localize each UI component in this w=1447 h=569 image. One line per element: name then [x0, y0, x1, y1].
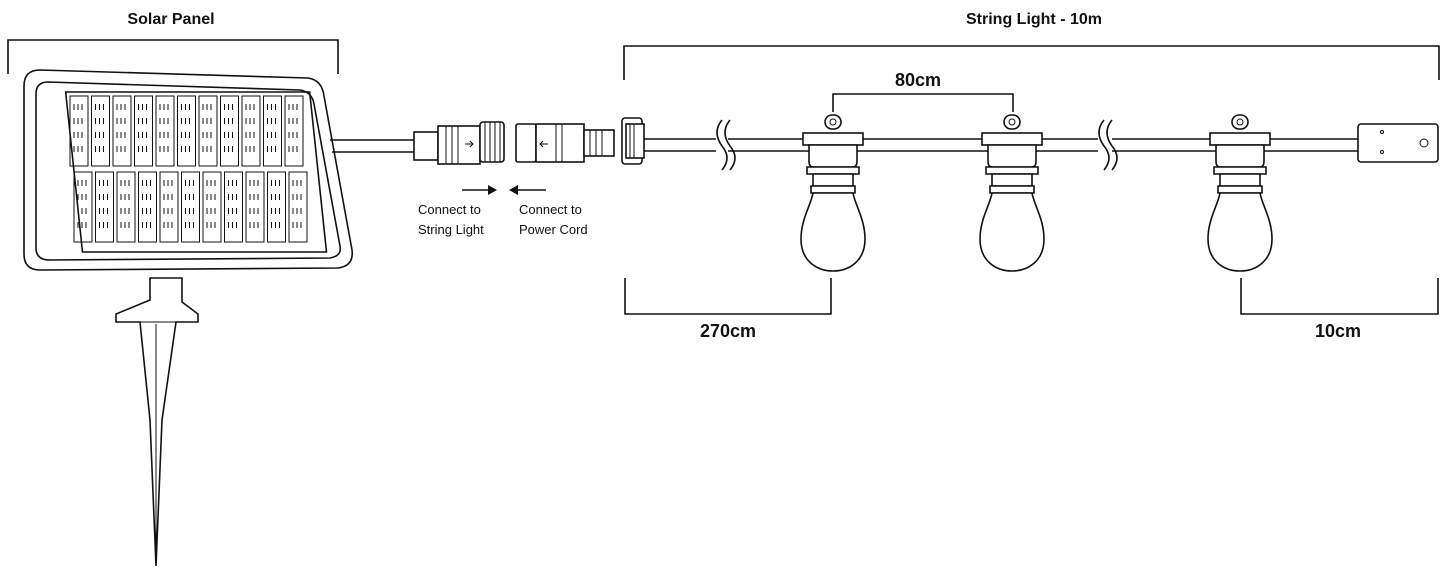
lead-length-label: 270cm: [700, 321, 756, 341]
bulb-spacing-bracket: [832, 93, 1014, 112]
connect-power-cord-line1: Connect to: [519, 202, 582, 217]
solar-panel-title: Solar Panel: [127, 11, 214, 28]
string-light-cable: [621, 117, 1439, 171]
female-connector: [515, 123, 615, 163]
string-light-bracket: [623, 45, 1440, 80]
end-length-bracket: [1240, 278, 1439, 315]
bulb-2: [979, 114, 1045, 272]
lead-length-bracket: [624, 278, 832, 315]
bulb-1: [800, 114, 866, 272]
bulb-spacing-label: 80cm: [895, 70, 941, 90]
connect-power-cord-line2: Power Cord: [519, 222, 588, 237]
male-connector: [413, 121, 505, 165]
connect-string-light-line2: String Light: [418, 222, 484, 237]
end-length-label: 10cm: [1315, 321, 1361, 341]
string-light-title: String Light - 10m: [966, 11, 1102, 28]
solar-panel: [23, 69, 414, 567]
connect-arrows: [462, 185, 546, 195]
bulb-3: [1207, 114, 1273, 272]
solar-panel-bracket: [7, 39, 339, 74]
connect-string-light-line1: Connect to: [418, 202, 481, 217]
